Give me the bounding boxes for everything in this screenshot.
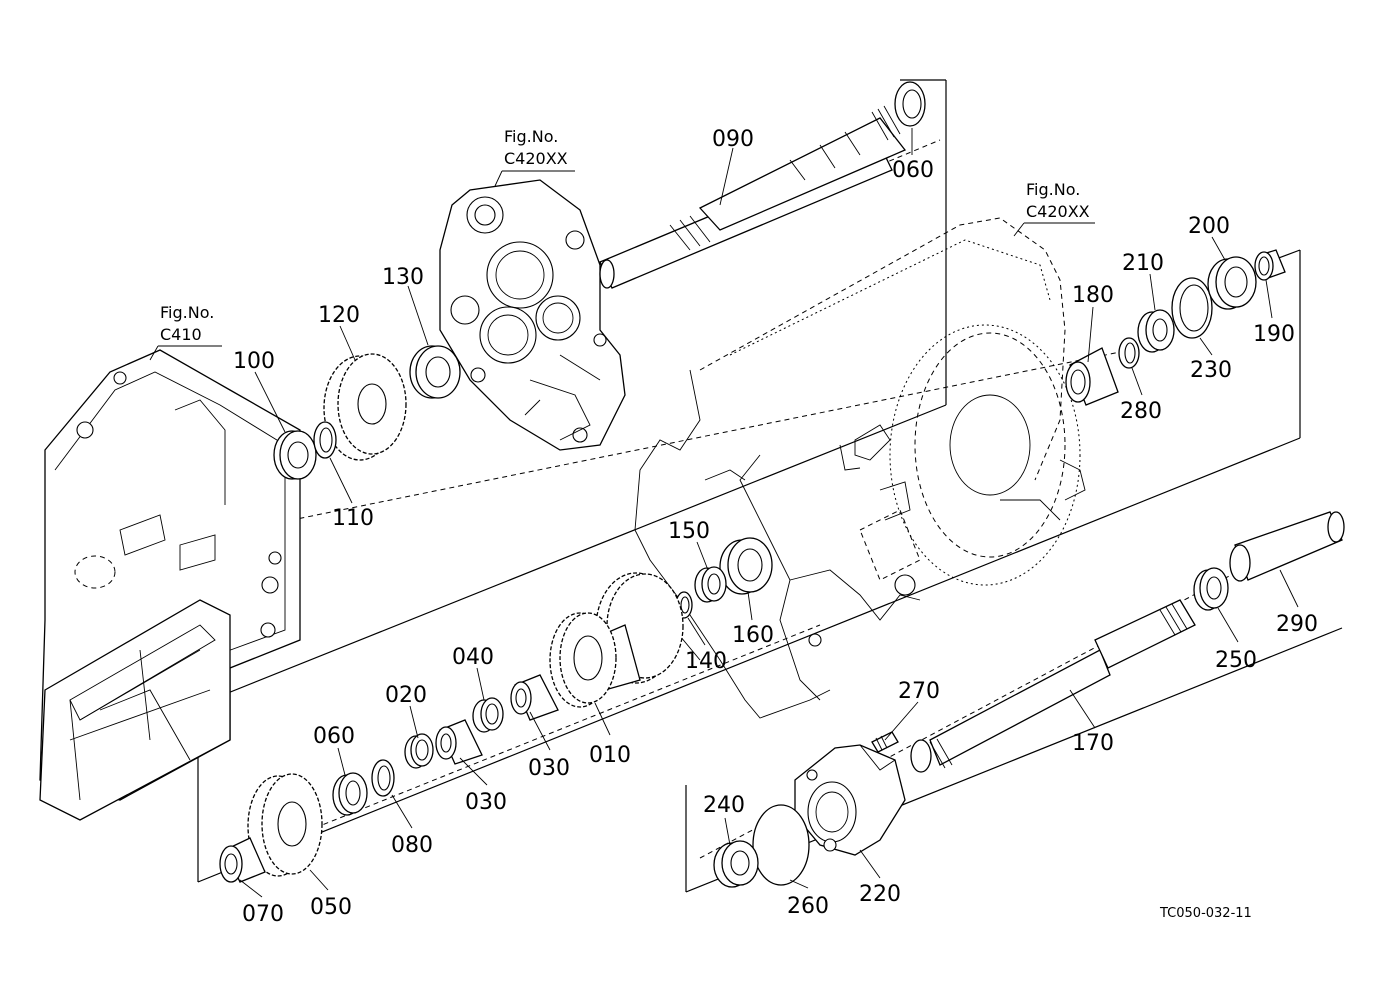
part-label-050: 050 (310, 895, 352, 920)
part-number-labels: 090 060 130 120 100 110 180 210 200 190 … (233, 127, 1318, 927)
part-label-230: 230 (1190, 358, 1232, 383)
part-label-210: 210 (1122, 251, 1164, 276)
needle-bearing-030-right (510, 674, 559, 721)
part-label-260: 260 (787, 894, 829, 919)
part-label-120: 120 (318, 303, 360, 328)
part-label-060-bottom: 060 (313, 724, 355, 749)
part-label-030-right: 030 (528, 756, 570, 781)
snap-ring-080 (371, 759, 395, 797)
ring-280 (1118, 337, 1140, 369)
needle-bearing-070 (219, 837, 266, 883)
pto-housing-220 (794, 744, 906, 856)
gear-120 (323, 353, 407, 461)
bearing-210 (1137, 309, 1175, 353)
o-ring-260 (752, 804, 810, 886)
part-label-140: 140 (685, 649, 727, 674)
collar-020 (404, 733, 434, 769)
seal-250 (1193, 567, 1229, 611)
fig-ref-left-line2: C410 (160, 325, 202, 344)
bolt-270 (871, 731, 899, 753)
part-label-010: 010 (589, 743, 631, 768)
leader-lines (239, 128, 1299, 898)
snap-ring-110 (313, 421, 337, 459)
gear-010 (549, 572, 684, 708)
part-label-280: 280 (1120, 399, 1162, 424)
figure-reference-top: Fig.No. C420XX (494, 127, 575, 187)
collar-290 (1229, 511, 1345, 582)
fig-ref-top-line2: C420XX (504, 149, 568, 168)
collar-150 (694, 566, 727, 603)
part-label-290: 290 (1276, 612, 1318, 637)
part-label-200: 200 (1188, 214, 1230, 239)
part-label-180: 180 (1072, 283, 1114, 308)
collar-180 (1065, 347, 1119, 406)
washer-060-bottom (332, 772, 368, 816)
washer-060-top (894, 81, 926, 127)
figure-reference-right: Fig.No. C420XX (1013, 180, 1095, 237)
snap-ring-230 (1171, 277, 1213, 339)
bearing-130 (409, 345, 461, 399)
part-label-250: 250 (1215, 648, 1257, 673)
part-label-060-top: 060 (892, 158, 934, 183)
collar-190 (1254, 249, 1286, 281)
fig-ref-top-line1: Fig.No. (504, 127, 558, 146)
figure-reference-left: Fig.No. C410 (149, 303, 222, 361)
collar-040 (472, 697, 504, 733)
part-label-020: 020 (385, 683, 427, 708)
left-transmission-case (39, 349, 301, 821)
part-label-220: 220 (859, 882, 901, 907)
bearing-200 (1207, 256, 1257, 310)
part-label-040: 040 (452, 645, 494, 670)
part-label-150: 150 (668, 519, 710, 544)
shaft-090 (599, 105, 907, 289)
part-label-110: 110 (332, 506, 374, 531)
part-label-100: 100 (233, 349, 275, 374)
part-label-170: 170 (1072, 731, 1114, 756)
drawing-code: TC050-032-11 (1159, 906, 1252, 921)
gear-case-cover (439, 179, 626, 451)
part-label-090: 090 (712, 127, 754, 152)
part-label-080: 080 (391, 833, 433, 858)
part-label-240: 240 (703, 793, 745, 818)
gear-050 (247, 773, 323, 877)
needle-bearing-030-left (435, 719, 483, 765)
fig-ref-right-line2: C420XX (1026, 202, 1090, 221)
fig-ref-right-line1: Fig.No. (1026, 180, 1080, 199)
part-label-030-left: 030 (465, 790, 507, 815)
part-label-190: 190 (1253, 322, 1295, 347)
seal-240 (713, 840, 759, 888)
assembly-boundary-lines (197, 79, 1343, 893)
pto-shaft-170 (910, 599, 1196, 773)
bearing-100 (273, 430, 317, 480)
part-label-270: 270 (898, 679, 940, 704)
part-label-070: 070 (242, 902, 284, 927)
part-label-160: 160 (732, 623, 774, 648)
center-transmission-case (634, 217, 1086, 719)
bearing-160 (719, 537, 773, 595)
fig-ref-left-line1: Fig.No. (160, 303, 214, 322)
part-label-130: 130 (382, 265, 424, 290)
